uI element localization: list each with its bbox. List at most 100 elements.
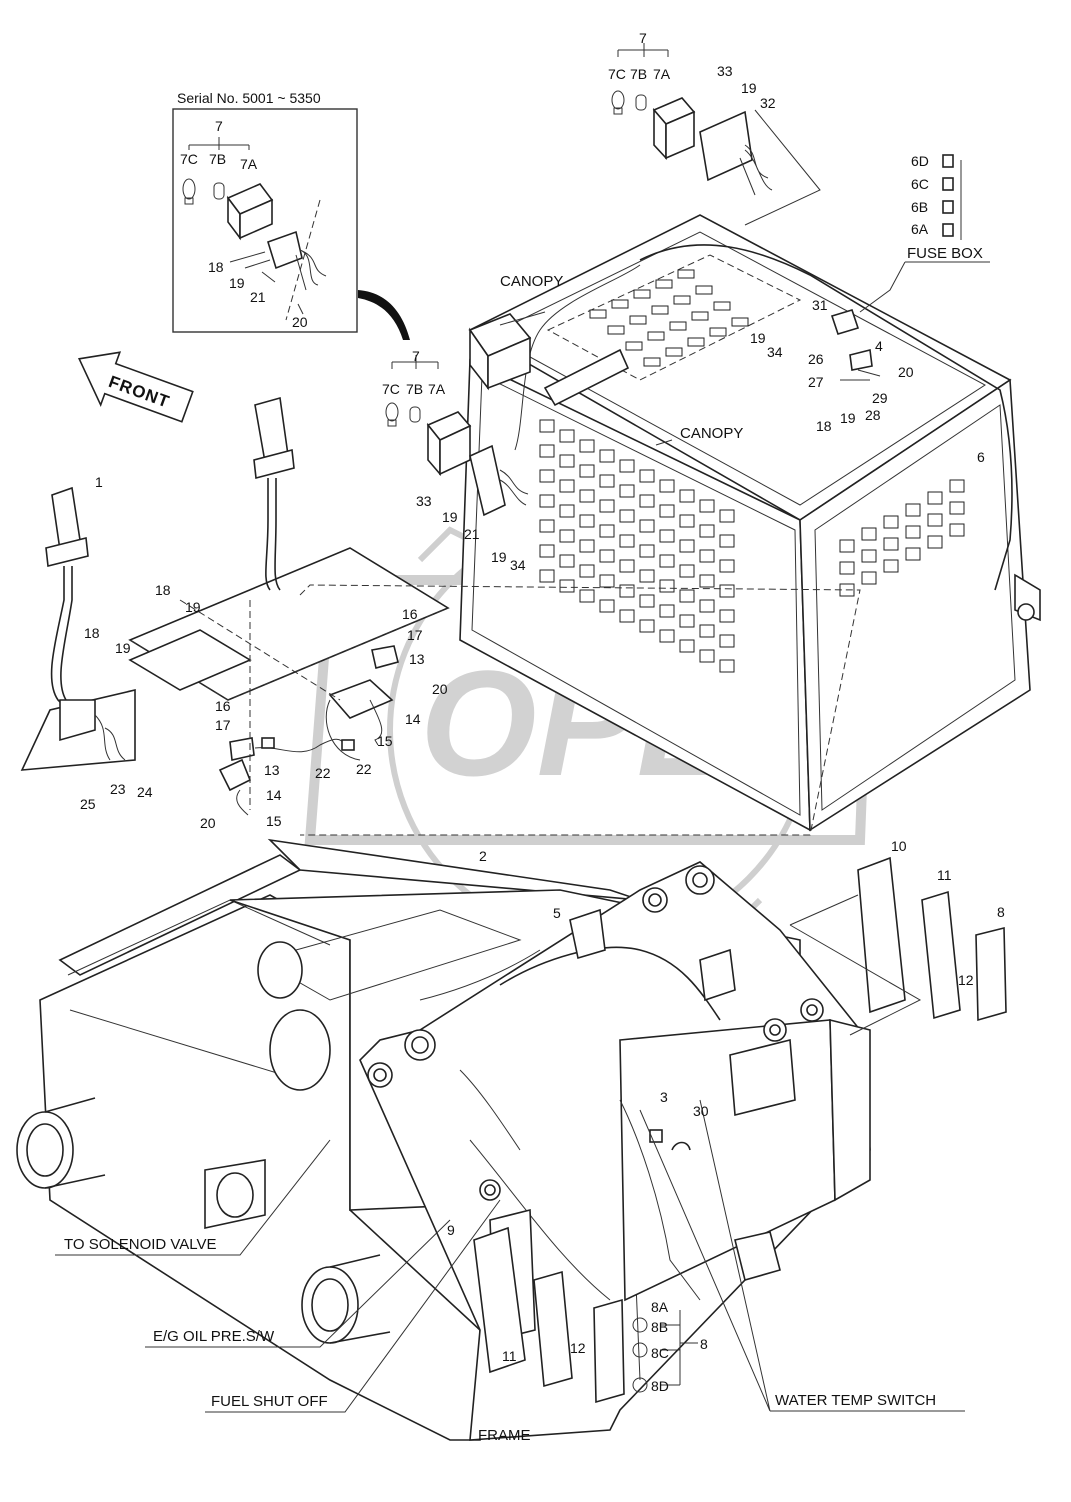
- fuel-shut-label: FUEL SHUT OFF: [211, 1393, 328, 1410]
- part-label: 18: [816, 418, 832, 434]
- harness-floor: [179, 599, 399, 816]
- part-label: 19: [750, 330, 766, 346]
- canopy-top-label: CANOPY: [500, 273, 563, 290]
- roof-work-light: [468, 313, 630, 407]
- side-lamp-assembly: [385, 355, 529, 517]
- part-label: 13: [264, 762, 280, 778]
- part-label: 8A: [651, 1299, 669, 1315]
- part-label: 26: [808, 351, 824, 367]
- part-label: 8: [997, 904, 1005, 920]
- part-label: 16: [215, 698, 231, 714]
- part-label: 18: [84, 625, 100, 641]
- part-label: 19: [491, 549, 507, 565]
- part-label: 20: [898, 364, 914, 380]
- callout-leaders: [55, 311, 965, 1413]
- part-label: 13: [409, 651, 425, 667]
- part-label: 7: [639, 30, 647, 46]
- part-label: 19: [115, 640, 131, 656]
- joysticks-floor: [20, 396, 450, 771]
- part-label: 11: [937, 867, 952, 883]
- part-label: 21: [464, 526, 480, 542]
- part-label: 3: [660, 1089, 668, 1105]
- part-label: 15: [377, 733, 393, 749]
- part-label: 12: [570, 1340, 586, 1356]
- part-label: 12: [958, 972, 974, 988]
- part-label: 31: [812, 297, 828, 313]
- fuse-box: [830, 154, 990, 381]
- callout-texts: CANOPY CANOPY FUSE BOX TO SOLENOID VALVE…: [64, 245, 983, 1444]
- part-label: 7: [215, 118, 223, 134]
- part-label: 22: [356, 761, 372, 777]
- part-label: 7B: [209, 151, 226, 167]
- part-label: 7: [412, 348, 420, 364]
- part-label: 1: [95, 474, 103, 490]
- serial-inset: Serial No. 5001 ~ 5350: [172, 90, 358, 333]
- part-label: 30: [693, 1103, 709, 1119]
- side-grille: [839, 479, 965, 597]
- part-number-labels: 7 7C 7B 7A 33 19 32 7 7C 7B 7A 18 19 21 …: [80, 30, 1005, 1394]
- eg-oil-label: E/G OIL PRE.S/W: [153, 1328, 275, 1345]
- part-label: 7A: [428, 381, 446, 397]
- part-label: 18: [155, 582, 171, 598]
- part-label: 14: [266, 787, 282, 803]
- part-label: 6: [977, 449, 985, 465]
- part-label: 17: [215, 717, 231, 733]
- part-label: 11: [502, 1348, 517, 1364]
- canopy-mid-label: CANOPY: [680, 425, 743, 442]
- part-label: 7B: [406, 381, 423, 397]
- front-grille: [539, 419, 735, 673]
- canopy: [459, 214, 1041, 832]
- rear-lamps-left: [473, 1226, 698, 1404]
- part-label: 14: [405, 711, 421, 727]
- frame-label: FRAME: [478, 1427, 531, 1444]
- machine-frame: [16, 838, 871, 1441]
- part-label: 25: [80, 796, 96, 812]
- part-label: 17: [407, 627, 423, 643]
- part-label: 19: [185, 599, 201, 615]
- front-arrow: FRONT: [77, 351, 194, 423]
- part-label: 6C: [911, 176, 929, 192]
- part-label: 7C: [382, 381, 400, 397]
- part-label: 9: [447, 1222, 455, 1238]
- part-label: 20: [200, 815, 216, 831]
- part-label: 15: [266, 813, 282, 829]
- part-label: 19: [741, 80, 757, 96]
- part-label: 6D: [911, 153, 929, 169]
- part-label: 8C: [651, 1345, 669, 1361]
- part-label: 24: [137, 784, 153, 800]
- part-label: 8: [700, 1336, 708, 1352]
- part-label: 20: [292, 314, 308, 330]
- part-label: 8B: [651, 1319, 668, 1335]
- part-label: 27: [808, 374, 824, 390]
- part-label: 22: [315, 765, 331, 781]
- part-label: 33: [717, 63, 733, 79]
- part-label: 21: [250, 289, 266, 305]
- part-label: 2: [479, 848, 487, 864]
- part-label: 7C: [608, 66, 626, 82]
- part-label: 8D: [651, 1378, 669, 1394]
- part-label: 7A: [653, 66, 671, 82]
- part-label: 18: [208, 259, 224, 275]
- top-lamp-assembly: [611, 43, 821, 226]
- roof-grille: [589, 269, 749, 367]
- part-label: 19: [229, 275, 245, 291]
- part-label: 5: [553, 905, 561, 921]
- canopy-floor-leader: [299, 584, 861, 836]
- rear-lamps-right: [789, 856, 1007, 1036]
- part-label: 28: [865, 407, 881, 423]
- part-label: 34: [767, 344, 783, 360]
- part-label: 20: [432, 681, 448, 697]
- inset-pointer-arrow: [358, 290, 410, 340]
- part-label: 23: [110, 781, 126, 797]
- water-temp-label: WATER TEMP SWITCH: [775, 1392, 936, 1409]
- inset-title: Serial No. 5001 ~ 5350: [177, 90, 321, 106]
- part-label: 4: [875, 338, 883, 354]
- part-label: 33: [416, 493, 432, 509]
- part-label: 7B: [630, 66, 647, 82]
- part-label: 32: [760, 95, 776, 111]
- part-label: 16: [402, 606, 418, 622]
- part-label: 7C: [180, 151, 198, 167]
- to-solenoid-label: TO SOLENOID VALVE: [64, 1236, 217, 1253]
